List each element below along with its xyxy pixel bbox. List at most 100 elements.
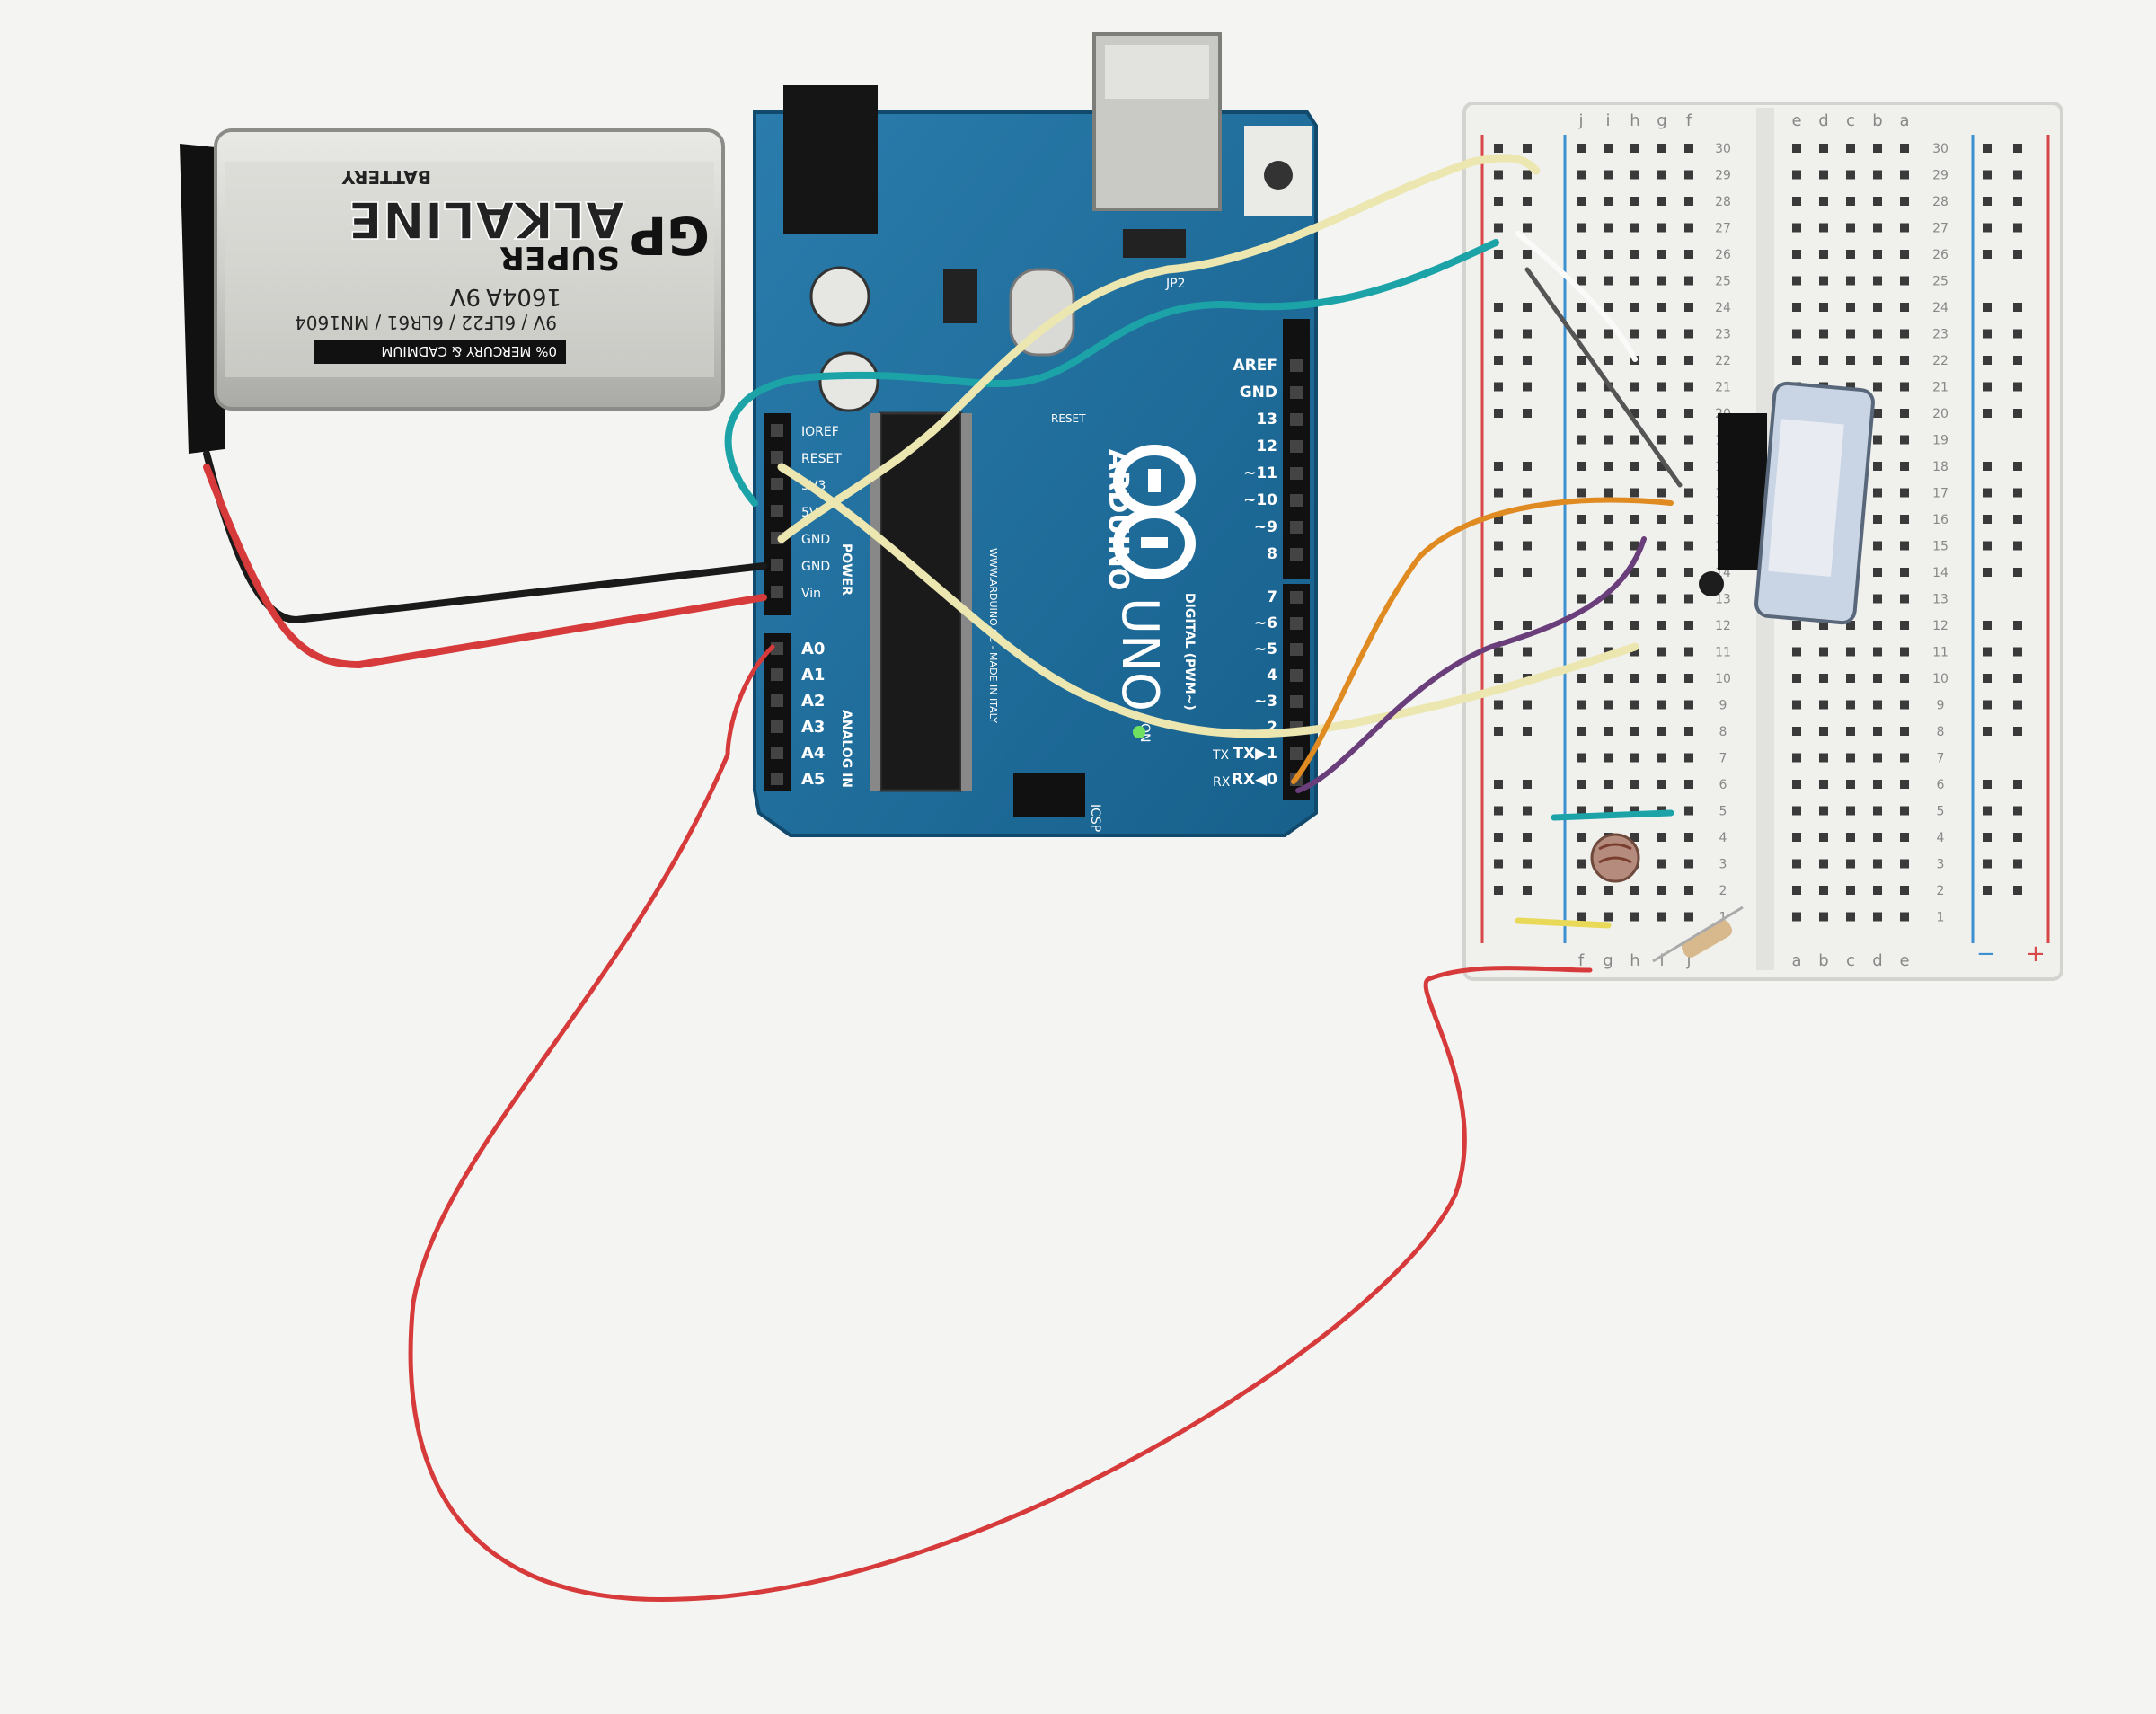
breadboard-hole — [1900, 170, 1909, 180]
rail-hole — [1494, 674, 1503, 683]
row-number: 27 — [1715, 222, 1731, 236]
column-letter: g — [1657, 111, 1666, 130]
breadboard-hole — [1577, 223, 1586, 233]
breadboard-hole — [1819, 674, 1828, 683]
breadboard-hole — [1604, 515, 1613, 524]
breadboard-hole — [1604, 276, 1613, 286]
breadboard-hole — [1577, 594, 1586, 604]
breadboard-hole — [1846, 250, 1855, 259]
digital-pin-label: ~3 — [1254, 693, 1277, 711]
breadboard-hole — [1657, 568, 1666, 577]
battery-clip — [180, 144, 225, 454]
breadboard-hole — [1900, 303, 1909, 312]
breadboard-hole — [1819, 356, 1828, 365]
rail-hole — [1494, 806, 1503, 816]
rail-hole — [2013, 303, 2022, 312]
breadboard-hole — [1630, 276, 1639, 286]
breadboard-hole — [1684, 647, 1693, 657]
breadboard-hole — [1684, 488, 1693, 498]
breadboard-hole — [1792, 780, 1801, 789]
rail-hole — [2013, 647, 2022, 657]
breadboard-hole — [1630, 674, 1639, 683]
row-number: 29 — [1715, 169, 1731, 183]
rail-hole — [1523, 382, 1532, 392]
rail-hole — [2013, 223, 2022, 233]
row-number: 2 — [1937, 884, 1945, 898]
breadboard-hole — [1657, 197, 1666, 206]
digital-pin — [1290, 669, 1303, 682]
breadboard-hole — [1577, 462, 1586, 471]
breadboard-hole — [1657, 621, 1666, 630]
battery-warning-text: 0% MERCURY & CADMIUM — [381, 343, 557, 359]
breadboard-hole — [1630, 700, 1639, 710]
photoresistor — [1590, 833, 1640, 883]
capacitor-1 — [809, 266, 870, 327]
breadboard-hole — [1900, 647, 1909, 657]
breadboard-hole — [1684, 674, 1693, 683]
rail-hole — [1494, 382, 1503, 392]
breadboard-hole — [1604, 303, 1613, 312]
rail-hole — [1494, 780, 1503, 789]
rail-hole — [1983, 303, 1992, 312]
rail-hole — [1523, 515, 1532, 524]
breadboard-hole — [1630, 144, 1639, 153]
breadboard-hole — [1577, 303, 1586, 312]
row-number: 23 — [1715, 328, 1731, 342]
column-letter: c — [1846, 951, 1855, 970]
teal-wire — [724, 239, 1499, 507]
column-letter: h — [1630, 951, 1639, 970]
digital-pin-label: 8 — [1267, 545, 1277, 563]
analog-pin-label: A2 — [801, 692, 825, 711]
rail-hole — [1983, 329, 1992, 339]
digital-pin-label: AREF — [1233, 357, 1277, 375]
breadboard-hole — [1846, 303, 1855, 312]
breadboard-hole — [1604, 541, 1613, 551]
row-number: 15 — [1932, 540, 1948, 554]
breadboard-hole — [1684, 144, 1693, 153]
rail-hole — [1983, 223, 1992, 233]
breadboard-hole — [1846, 859, 1855, 869]
digital-pin-label: 12 — [1256, 437, 1277, 455]
rail-hole — [1494, 409, 1503, 418]
digital-pin — [1290, 359, 1303, 372]
breadboard-hole — [1900, 727, 1909, 736]
breadboard-hole — [1630, 806, 1639, 816]
rail-hole — [1983, 197, 1992, 206]
rail-hole — [1523, 303, 1532, 312]
breadboard-hole — [1846, 223, 1855, 233]
breadboard-hole — [1684, 886, 1693, 895]
rail-hole — [1983, 568, 1992, 577]
breadboard-hole — [1604, 409, 1613, 418]
digital-pin — [1290, 548, 1303, 561]
breadboard-hole — [1604, 700, 1613, 710]
row-number: 27 — [1932, 222, 1948, 236]
breadboard-hole — [1792, 170, 1801, 180]
breadboard-hole — [1900, 859, 1909, 869]
row-number: 7 — [1937, 752, 1945, 766]
cream-wire-2 — [777, 463, 1639, 738]
battery-codes-text: 9V / 6LF22 / 6LR61 / MN1604 — [295, 312, 557, 333]
breadboard-hole — [1684, 250, 1693, 259]
breadboard-hole — [1873, 594, 1882, 604]
column-letter: j — [1577, 111, 1583, 130]
rail-hole — [1494, 886, 1503, 895]
breadboard-hole — [1792, 197, 1801, 206]
breadboard-hole — [1657, 250, 1666, 259]
rail-hole — [1983, 833, 1992, 842]
breadboard-hole — [1792, 753, 1801, 763]
breadboard-hole — [1604, 753, 1613, 763]
breadboard-hole — [1792, 621, 1801, 630]
rail-hole — [2013, 806, 2022, 816]
row-number: 5 — [1719, 805, 1727, 819]
breadboard-hole — [1577, 886, 1586, 895]
breadboard-hole — [1577, 859, 1586, 869]
breadboard-hole — [1577, 912, 1586, 922]
breadboard-hole — [1604, 488, 1613, 498]
rail-hole — [2013, 859, 2022, 869]
analog-pin-label: A0 — [801, 640, 825, 658]
rail-hole — [2013, 727, 2022, 736]
column-letter: c — [1846, 111, 1855, 130]
breadboard-hole — [1684, 409, 1693, 418]
breadboard-hole — [1684, 912, 1693, 922]
on-led — [1133, 726, 1145, 738]
